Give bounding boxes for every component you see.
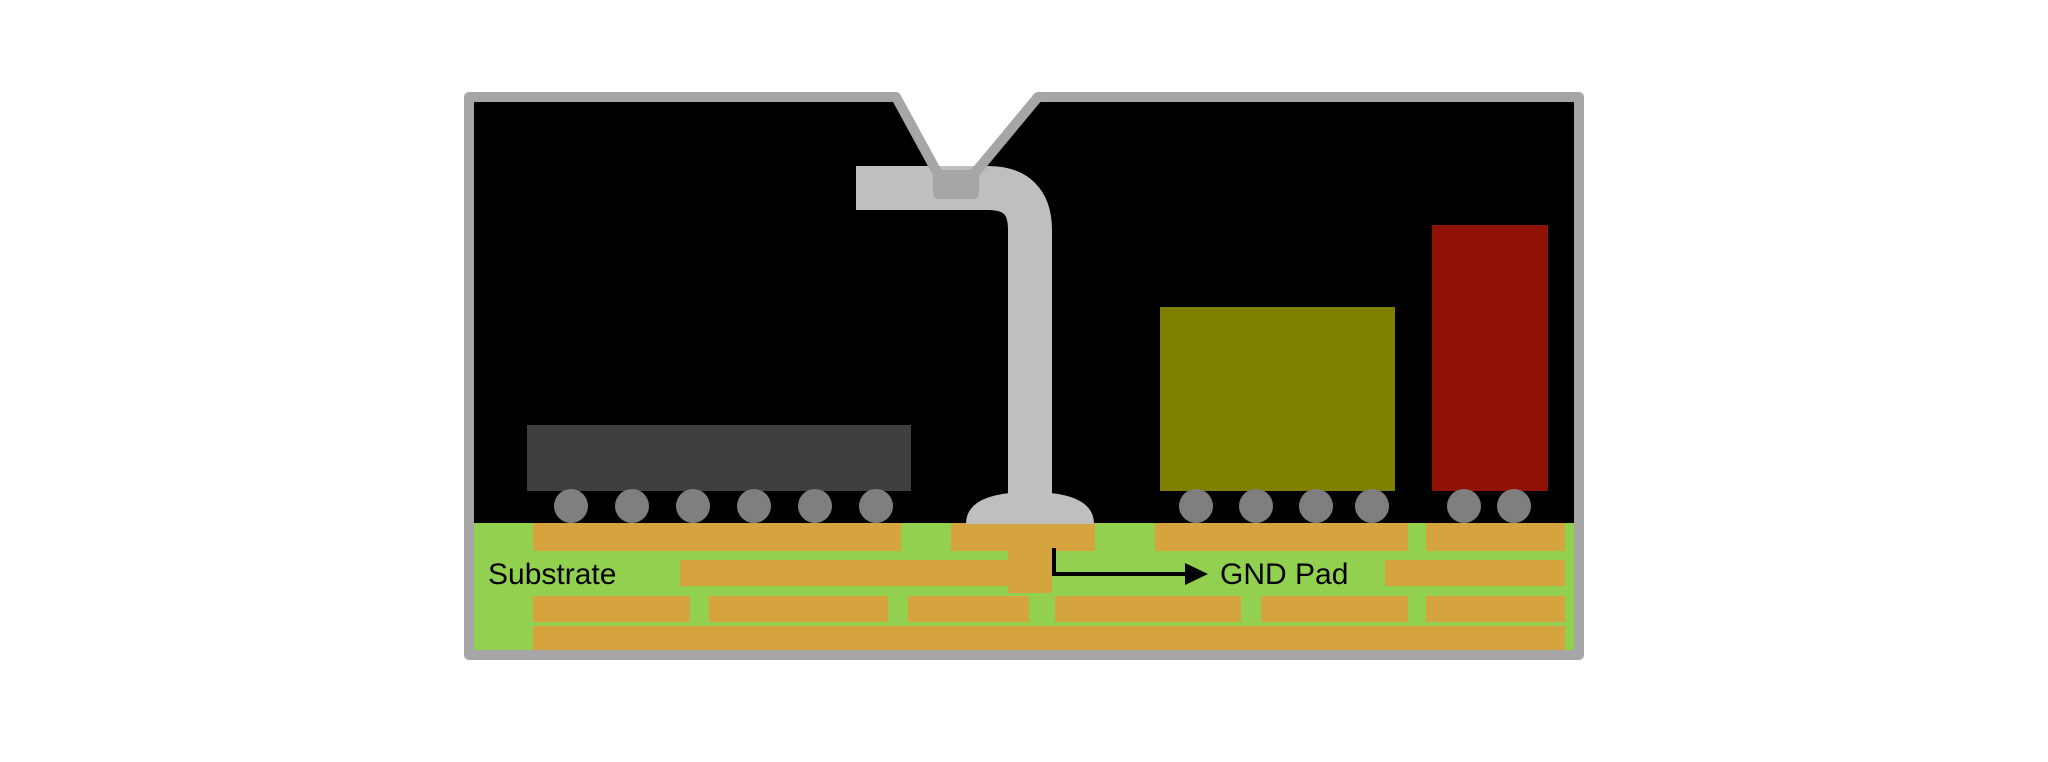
left-die-body: [527, 425, 911, 491]
solder-ball: [1497, 489, 1531, 523]
solder-ball: [1239, 489, 1273, 523]
gnd-pad-callout: GND Pad: [1052, 548, 1348, 591]
solder-ball: [1447, 489, 1481, 523]
gnd-lead: [856, 166, 1094, 524]
pad-under-olive-component: [1155, 523, 1408, 551]
copper-trace: [1055, 596, 1241, 622]
solder-ball: [554, 489, 588, 523]
red-component-body: [1432, 225, 1548, 491]
left-die-solder-balls: [554, 489, 893, 523]
olive-component-solder-balls: [1179, 489, 1389, 523]
callout-arrowhead: [1185, 563, 1208, 585]
copper-trace: [908, 596, 1029, 622]
substrate-label: Substrate: [488, 558, 616, 591]
copper-trace: [680, 560, 1010, 586]
solder-ball: [615, 489, 649, 523]
component-olive: [1160, 307, 1395, 523]
gnd-via: [1008, 551, 1052, 593]
solder-ball: [1355, 489, 1389, 523]
copper-trace: [709, 596, 888, 622]
pad-under-red-component: [1426, 523, 1565, 551]
copper-trace: [1385, 560, 1565, 586]
gnd-lead-bend: [856, 166, 1052, 498]
copper-trace: [1426, 596, 1565, 622]
gnd-lead-foot: [966, 492, 1094, 524]
copper-ground-plane: [533, 626, 1565, 650]
callout-arrow-line: [1052, 548, 1185, 576]
copper-trace: [533, 596, 690, 622]
gnd-pad: [951, 523, 1095, 551]
component-red: [1432, 225, 1548, 523]
copper-traces: [533, 523, 1565, 650]
solder-ball: [859, 489, 893, 523]
component-left-die: [527, 425, 911, 523]
gnd-pad-label: GND Pad: [1220, 558, 1348, 591]
solder-ball: [737, 489, 771, 523]
red-component-solder-balls: [1447, 489, 1531, 523]
copper-trace: [1261, 596, 1408, 622]
olive-component-body: [1160, 307, 1395, 491]
package-shell-border: [464, 92, 1584, 660]
pad-under-left-die: [533, 523, 901, 551]
solder-ball: [1179, 489, 1213, 523]
solder-ball: [1299, 489, 1333, 523]
solder-ball: [676, 489, 710, 523]
solder-ball: [798, 489, 832, 523]
